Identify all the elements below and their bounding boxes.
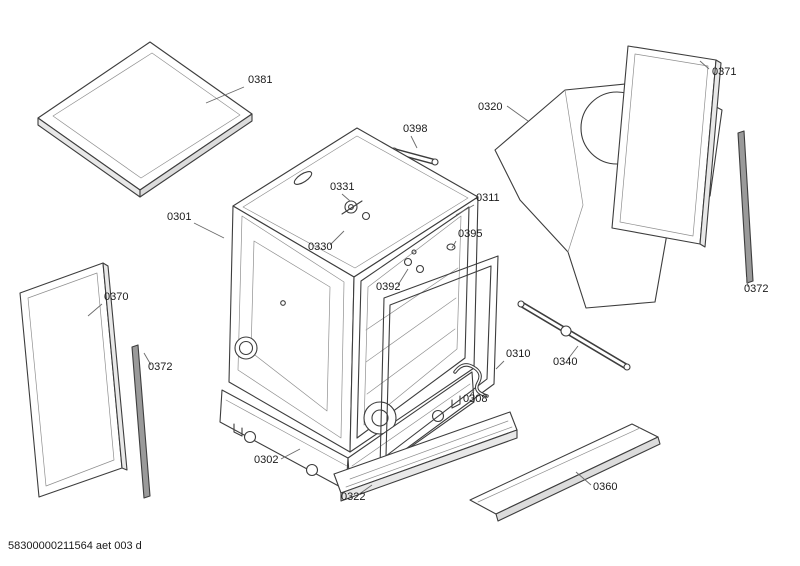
part-label-0331-4[interactable]: 0331 xyxy=(330,181,354,193)
part-label-0360-18[interactable]: 0360 xyxy=(593,481,617,493)
part-label-0308-15[interactable]: 0308 xyxy=(463,393,487,405)
part-label-0311-5[interactable]: 0311 xyxy=(476,192,500,204)
leader-line-0371-3 xyxy=(699,60,710,70)
drawing-number: 58300000211564 aet 003 d xyxy=(8,540,142,552)
part-label-0372-11[interactable]: 0372 xyxy=(744,283,768,295)
part-label-0340-14[interactable]: 0340 xyxy=(553,356,577,368)
part-right-side-panel xyxy=(611,45,722,248)
part-label-0302-16[interactable]: 0302 xyxy=(254,454,278,466)
part-support-rod xyxy=(517,300,631,371)
leader-line-0392-10 xyxy=(397,268,409,286)
leader-line-0398-1 xyxy=(410,135,418,149)
part-tub-assembly xyxy=(228,127,479,453)
leader-line-0340-14 xyxy=(567,345,579,360)
part-left-trim-strip xyxy=(131,344,151,499)
leader-line-0370-9 xyxy=(87,303,103,317)
part-door-frame xyxy=(379,255,499,469)
part-label-0301-6[interactable]: 0301 xyxy=(167,211,191,223)
leader-line-0310-13 xyxy=(495,360,505,370)
part-base-panel xyxy=(333,411,518,502)
leader-line-0322-17 xyxy=(357,484,373,496)
part-hose xyxy=(453,363,489,398)
part-label-0372-12[interactable]: 0372 xyxy=(148,361,172,373)
leader-line-0320-2 xyxy=(506,105,529,122)
part-left-side-panel xyxy=(19,262,128,498)
part-worktop xyxy=(37,41,253,198)
part-label-0395-8[interactable]: 0395 xyxy=(458,228,482,240)
leader-line-0381-0 xyxy=(205,86,245,104)
part-label-0310-13[interactable]: 0310 xyxy=(506,348,530,360)
part-label-0398-1[interactable]: 0398 xyxy=(403,123,427,135)
labels-layer: 0381 0398 0320 0371 0331 0311 0301 0330 0395 0370… xyxy=(87,60,768,503)
part-right-trim-strip xyxy=(737,130,754,284)
leader-line-0331-4 xyxy=(341,193,351,202)
leader-line-0301-6 xyxy=(193,222,225,239)
part-label-0371-3[interactable]: 0371 xyxy=(712,66,736,78)
part-label-0322-17[interactable]: 0322 xyxy=(341,491,365,503)
part-label-0330-7[interactable]: 0330 xyxy=(308,241,332,253)
leader-line-0372-11 xyxy=(746,276,749,288)
leader-line-0330-7 xyxy=(329,230,345,246)
part-label-0370-9[interactable]: 0370 xyxy=(104,291,128,303)
part-label-0392-10[interactable]: 0392 xyxy=(376,281,400,293)
leader-line-0360-18 xyxy=(575,471,592,486)
part-plinth-rail xyxy=(469,423,661,522)
leader-line-0308-15 xyxy=(468,389,475,398)
leader-line-0372-12 xyxy=(143,352,152,366)
part-label-0320-2[interactable]: 0320 xyxy=(478,101,502,113)
leader-line-0311-5 xyxy=(455,204,475,216)
part-label-0381-0[interactable]: 0381 xyxy=(248,74,272,86)
leader-line-0302-16 xyxy=(280,448,301,460)
leader-line-0395-8 xyxy=(451,240,457,249)
